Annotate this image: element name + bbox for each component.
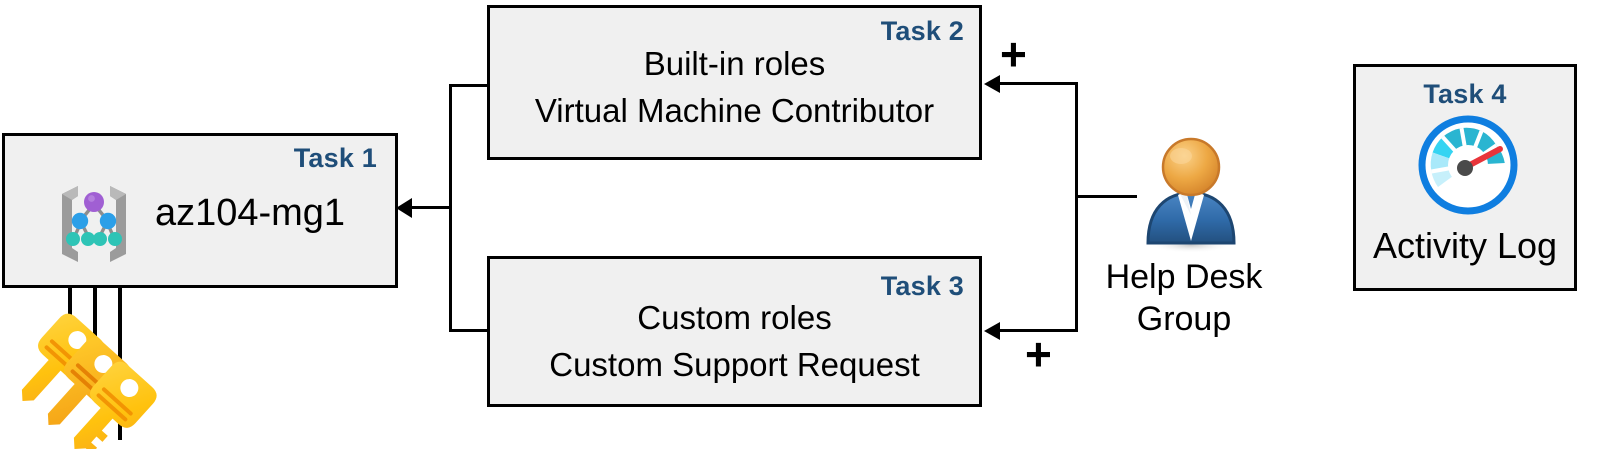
task-2-box[interactable]: Task 2 Built-in roles Virtual Machine Co… (487, 5, 982, 160)
connector-bracket-to-task1-line (409, 206, 451, 209)
task-2-label: Task 2 (880, 16, 964, 46)
connector-right-bracket-vertical (1075, 82, 1078, 331)
task-3-box[interactable]: Task 3 Custom roles Custom Support Reque… (487, 256, 982, 407)
arrowhead-into-task1 (396, 198, 412, 218)
connector-task2-to-bracket (449, 84, 489, 87)
connector-task3-to-bracket (449, 329, 489, 332)
help-desk-group-label-line1: Help Desk (1105, 258, 1263, 296)
help-desk-group[interactable]: Help Desk Group (1084, 137, 1284, 338)
connector-bracket-to-task3-line (1000, 329, 1078, 332)
plus-operator-top: + (1000, 28, 1027, 80)
activity-log-gauge-icon (1418, 115, 1518, 215)
task-3-text-line1: Custom roles (637, 299, 832, 336)
task-4-box[interactable]: Task 4 (1353, 64, 1577, 291)
task-3-text-line2: Custom Support Request (549, 346, 920, 383)
task-2-text-line1: Built-in roles (643, 45, 826, 82)
task-2-text-line2: Virtual Machine Contributor (534, 92, 935, 129)
connector-person-to-bracket (1075, 195, 1137, 198)
task-4-label: Task 4 (1423, 79, 1507, 109)
management-group-icon (48, 176, 140, 268)
user-group-icon (1136, 137, 1246, 253)
task-3-label: Task 3 (880, 271, 964, 301)
task-4-text-line1: Activity Log (1372, 225, 1558, 266)
plus-operator-bottom: + (1025, 328, 1052, 380)
arrowhead-into-task3 (984, 322, 1000, 340)
task-1-label: Task 1 (293, 143, 377, 173)
connector-bracket-to-task2-line (1000, 82, 1078, 85)
task-1-box[interactable]: Task 1 (2, 133, 398, 288)
help-desk-group-label-line2: Group (1136, 300, 1232, 338)
arrowhead-into-task2 (984, 75, 1000, 93)
keys-icon (21, 313, 196, 449)
task-1-text-line1: az104-mg1 (154, 192, 346, 234)
